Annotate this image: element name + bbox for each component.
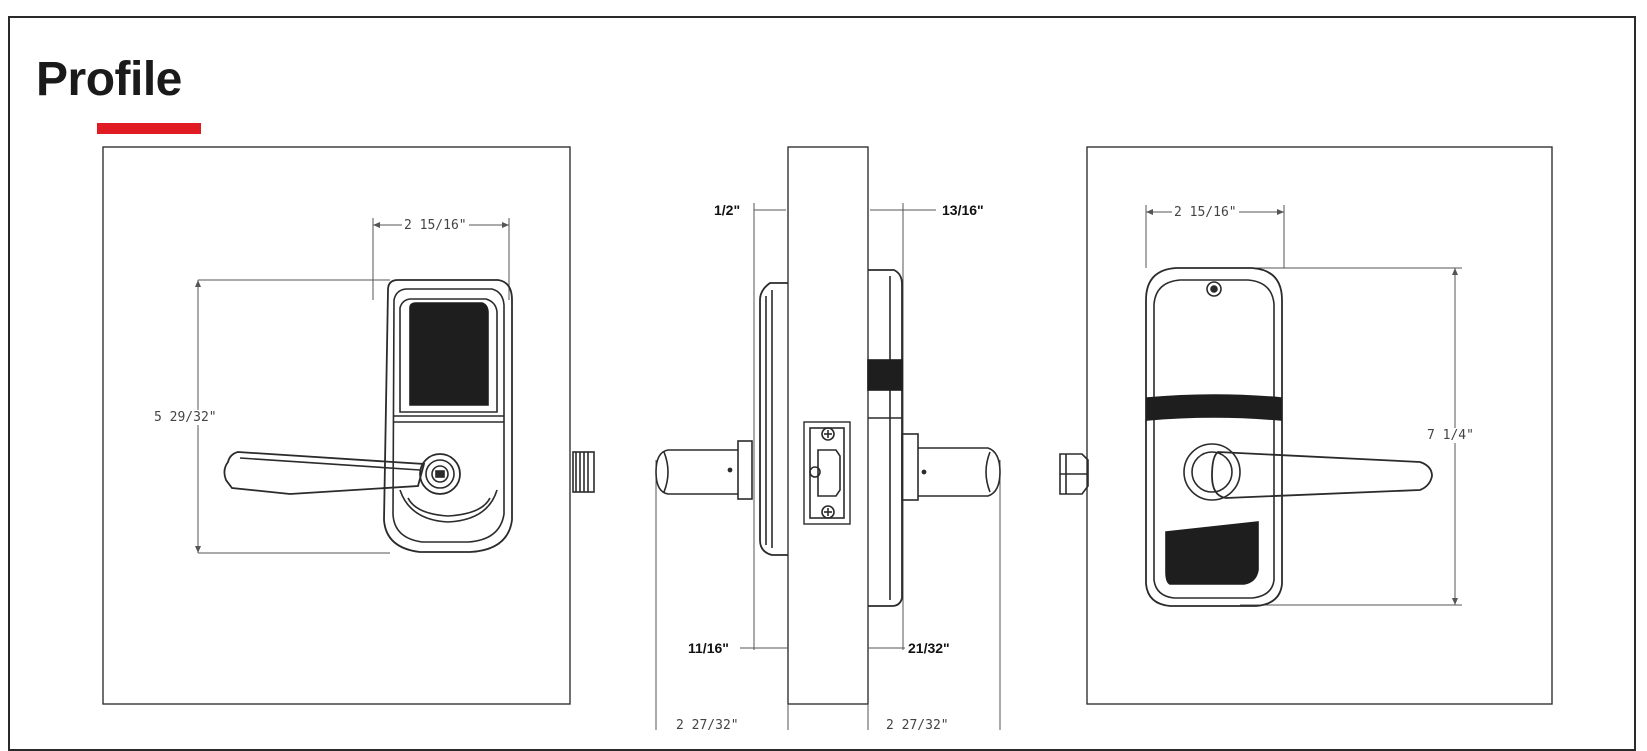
- keypad-profile: [867, 359, 903, 391]
- dimension-arrows: [195, 209, 1458, 605]
- back-lever-handle: [1211, 451, 1433, 499]
- latch-faceplate: [803, 421, 851, 525]
- card-reader-pad: [1165, 521, 1259, 585]
- side-right-projection-dimension: 2 27/32": [884, 718, 951, 733]
- side-view: [655, 146, 1001, 730]
- keypad-panel: [409, 302, 489, 406]
- back-height-dimension: 7 1/4": [1425, 428, 1476, 443]
- front-width-dimension: 2 15/16": [402, 218, 469, 233]
- front-lever-handle: [223, 451, 426, 495]
- front-view: [102, 146, 595, 705]
- back-width-dimension: 2 15/16": [1172, 205, 1239, 220]
- side-bottom-right-dimension: 21/32": [908, 640, 950, 656]
- side-bottom-left-dimension: 11/16": [688, 640, 729, 656]
- page-title: Profile: [36, 53, 182, 106]
- side-top-left-dimension: 1/2": [714, 202, 741, 218]
- front-height-dimension: 5 29/32": [152, 410, 219, 425]
- title-accent-bar: [97, 123, 201, 134]
- back-view: [1059, 146, 1553, 705]
- side-left-projection-dimension: 2 27/32": [674, 718, 741, 733]
- side-top-right-dimension: 13/16": [942, 202, 984, 218]
- back-band: [1146, 394, 1282, 421]
